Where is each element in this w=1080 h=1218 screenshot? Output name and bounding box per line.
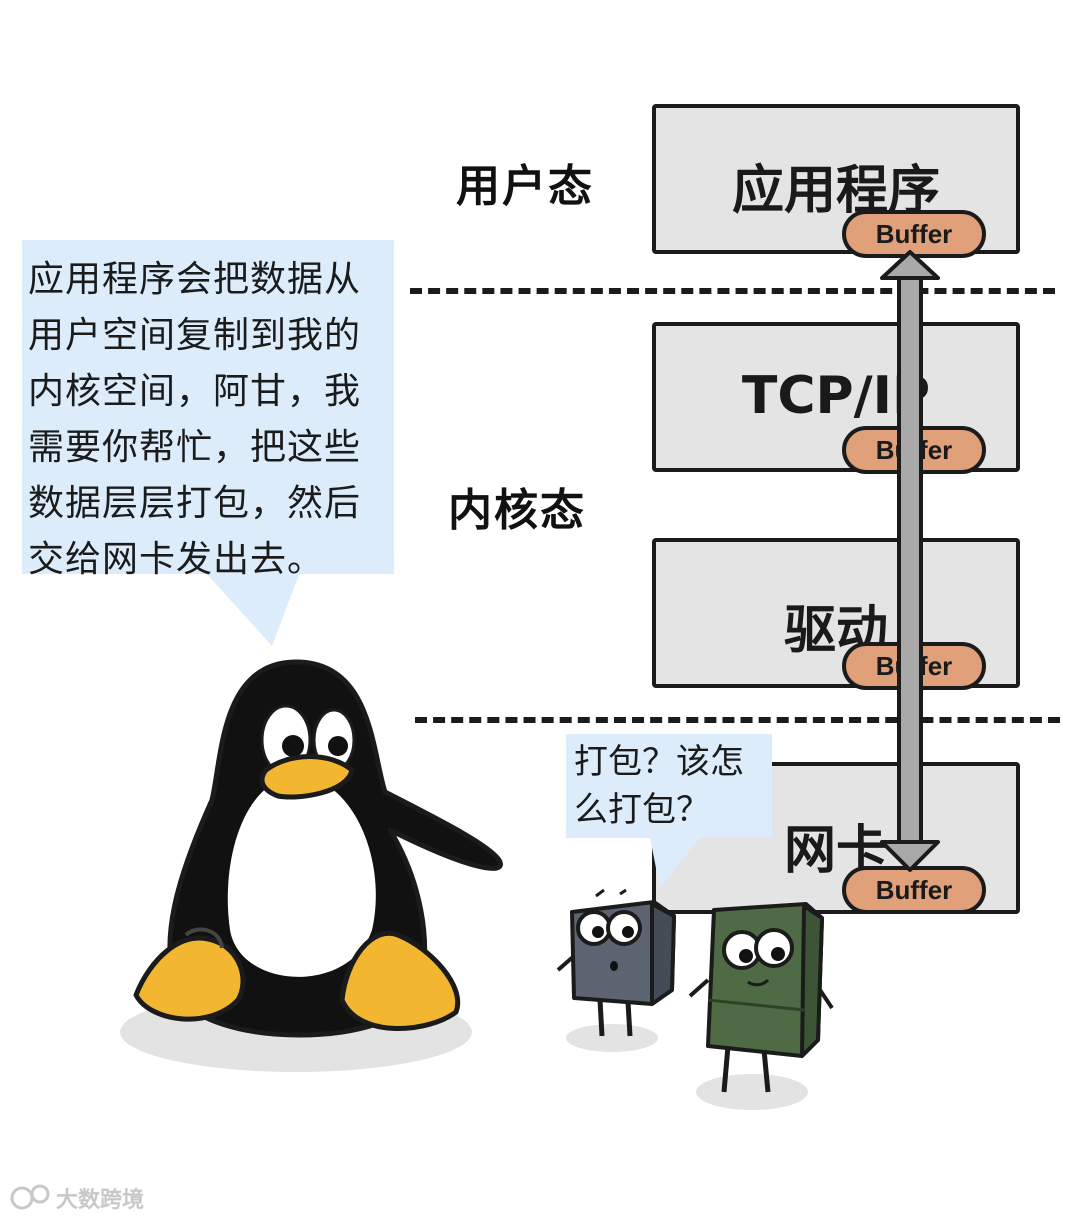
- kernel-mode-label: 内核态: [448, 485, 586, 536]
- block-speech-text: 打包？该怎 么打包？: [574, 742, 744, 830]
- green-block-character: [688, 902, 834, 1093]
- user-mode-label: 用户态: [456, 161, 594, 212]
- penguin-bubble-tail: [205, 572, 300, 646]
- penguin-speech-text: 应用程序会把数据从 用户空间复制到我的 内核空间，阿甘，我 需要你帮忙，把这些 …: [28, 259, 362, 580]
- gray-block-shadow: [566, 1024, 658, 1052]
- penguin-character: [133, 659, 503, 1038]
- user-kernel-divider: [410, 288, 1055, 294]
- watermark-logo-icon: [10, 1184, 50, 1210]
- data-flow-arrow: [880, 250, 940, 872]
- gray-block-character: [556, 888, 676, 1037]
- kernel-hardware-divider: [415, 717, 1060, 723]
- watermark-text: 大数跨境: [56, 1188, 145, 1213]
- penguin-speech-bubble: 应用程序会把数据从 用户空间复制到我的 内核空间，阿甘，我 需要你帮忙，把这些 …: [22, 240, 394, 580]
- green-block-shadow: [696, 1074, 808, 1110]
- block-speech-bubble: 打包？该怎 么打包？: [566, 734, 772, 838]
- buffer-badge: Buffer: [842, 210, 986, 258]
- block-bubble-tail: [650, 838, 700, 888]
